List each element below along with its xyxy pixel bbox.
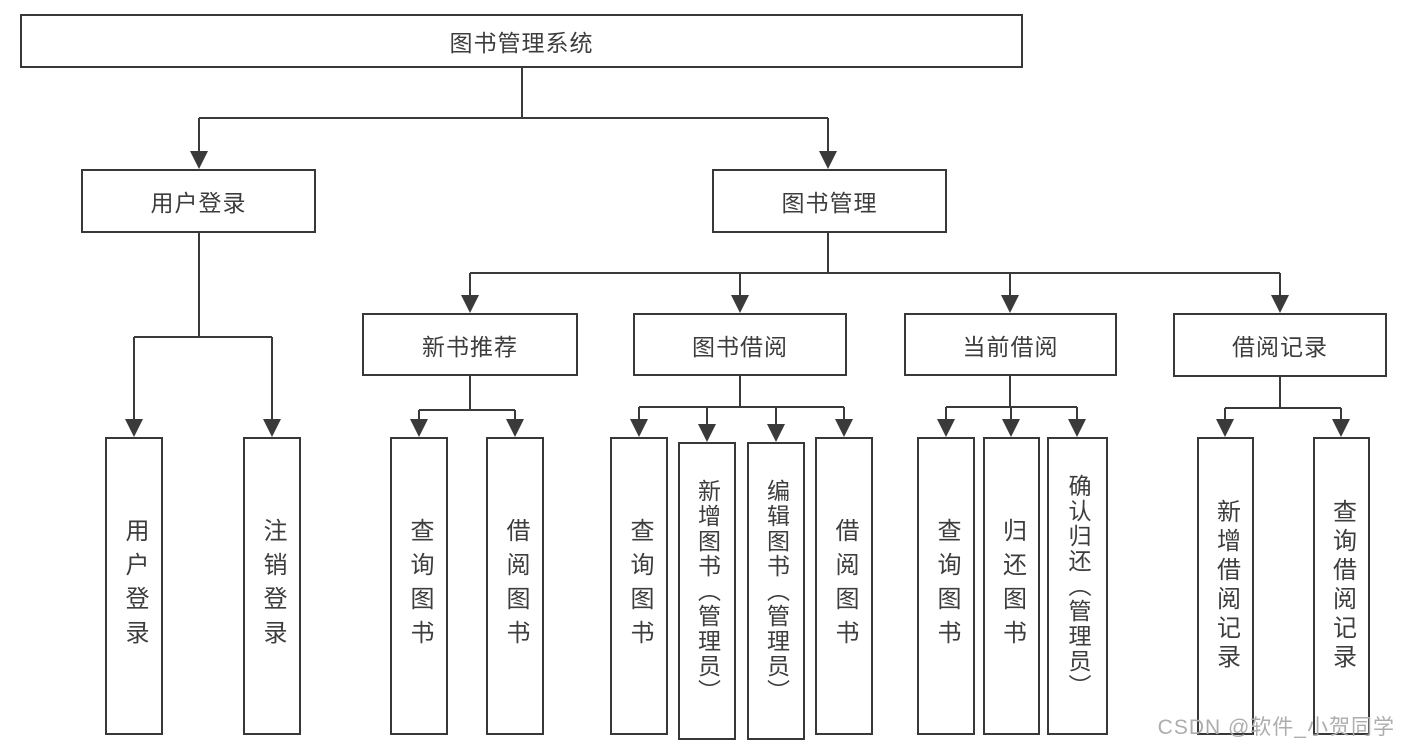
- arrowheads: [125, 151, 1350, 442]
- node-library-system-root: 图书管理系统: [20, 14, 1023, 68]
- node-current-borrow: 当前借阅: [904, 313, 1117, 376]
- node-label: 查询借阅记录: [1328, 499, 1356, 673]
- node-book-borrow: 图书借阅: [633, 313, 847, 376]
- leaf-logout: 注销登录: [243, 437, 301, 735]
- node-label: 借阅图书: [502, 518, 529, 654]
- node-label: 查询图书: [626, 518, 653, 654]
- leaf-borrow-books: 借阅图书: [815, 437, 873, 735]
- node-label: 借阅图书: [831, 518, 858, 654]
- leaf-add-books-admin: 新增图书（管理员）: [678, 442, 736, 740]
- tree-connector-lines: [133, 68, 1342, 425]
- node-label: 当前借阅: [962, 333, 1059, 360]
- leaf-borrow-books-recommend: 借阅图书: [486, 437, 544, 735]
- node-label: 查询图书: [406, 518, 433, 654]
- node-label: 图书借阅: [692, 333, 788, 360]
- node-book-management: 图书管理: [712, 169, 947, 233]
- node-label: 新增图书（管理员）: [694, 478, 721, 704]
- node-label: 借阅记录: [1232, 334, 1328, 360]
- node-label: 图书管理系统: [449, 30, 594, 56]
- node-new-book-recommend: 新书推荐: [362, 313, 578, 376]
- node-label: 确认归还（管理员）: [1065, 473, 1091, 699]
- leaf-add-borrow-record: 新增借阅记录: [1197, 437, 1254, 735]
- node-user-login: 用户登录: [81, 169, 316, 233]
- node-label: 用户登录: [121, 518, 148, 654]
- leaf-user-login: 用户登录: [105, 437, 163, 735]
- leaf-query-borrow-record: 查询借阅记录: [1313, 437, 1370, 735]
- node-borrow-records: 借阅记录: [1173, 313, 1387, 377]
- node-label: 归还图书: [998, 518, 1026, 654]
- csdn-watermark: CSDN @软件_小贺同学: [1157, 716, 1395, 739]
- node-label: 注销登录: [259, 518, 286, 654]
- node-label: 新增借阅记录: [1212, 499, 1240, 673]
- leaf-return-books: 归还图书: [983, 437, 1040, 735]
- node-label: 查询图书: [933, 518, 960, 654]
- leaf-query-books-recommend: 查询图书: [390, 437, 448, 735]
- node-label: 图书管理: [781, 190, 878, 216]
- leaf-confirm-return-admin: 确认归还（管理员）: [1047, 437, 1108, 735]
- node-label: 用户登录: [150, 190, 247, 216]
- node-label: 编辑图书（管理员）: [763, 478, 790, 704]
- leaf-query-books-current: 查询图书: [917, 437, 975, 735]
- leaf-query-books-borrow: 查询图书: [610, 437, 668, 735]
- node-label: 新书推荐: [422, 333, 518, 360]
- leaf-edit-books-admin: 编辑图书（管理员）: [747, 442, 805, 740]
